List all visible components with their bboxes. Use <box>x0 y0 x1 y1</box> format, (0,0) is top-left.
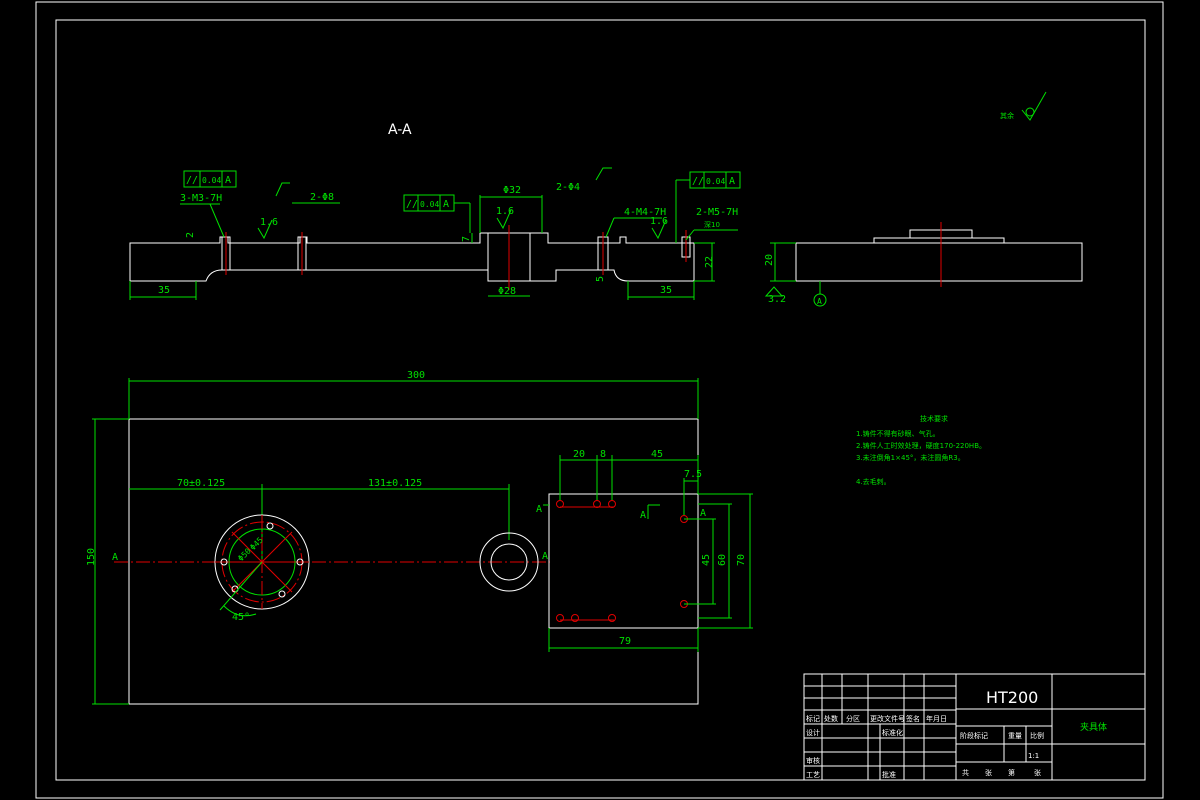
svg-text:张: 张 <box>985 768 992 777</box>
dim-60: 60 <box>717 554 728 566</box>
svg-text:0.04: 0.04 <box>202 176 221 185</box>
svg-text:批准: 批准 <box>882 770 896 779</box>
svg-text:A: A <box>700 508 706 519</box>
plan-view: 300 150 A A 70±0.125 131±0.125 Φ45 Φ50 <box>86 370 753 705</box>
svg-text:张: 张 <box>1034 768 1041 777</box>
inner-border <box>55 19 1146 781</box>
svg-text:1.6: 1.6 <box>496 206 514 217</box>
bolt-hole <box>266 522 274 530</box>
svg-text:比例: 比例 <box>1030 731 1044 740</box>
tolerance-frame-2: // 0.04 A <box>403 194 471 233</box>
bore-outer <box>479 532 539 592</box>
callout-m5: 2-M5-7H <box>696 207 738 218</box>
callout-m3: 3-M3-7H <box>180 193 222 204</box>
svg-text:A: A <box>225 175 231 186</box>
notes-heading: 技术要求 <box>920 414 948 423</box>
callout-m4: 4-M4-7H <box>624 207 666 218</box>
dim-7: 7 <box>461 236 472 242</box>
title-block: HT200 夹具体 1:1 标记 处数 分区 更改文件号 签名 年月日 设计 标… <box>803 673 1146 781</box>
note-1: 1.铸件不得有砂眼、气孔。 <box>856 429 940 438</box>
svg-text:工艺: 工艺 <box>806 771 820 779</box>
dim-2: 2 <box>185 232 196 238</box>
angle-45: 45° <box>232 612 250 623</box>
pocket-rect <box>548 493 699 629</box>
material: HT200 <box>986 688 1038 707</box>
callout-phi4: 2-Φ4 <box>556 182 580 193</box>
technical-notes: 技术要求 1.铸件不得有砂眼、气孔。 2.铸件人工时效处理，硬度170-220H… <box>856 414 986 486</box>
svg-text:1.6: 1.6 <box>650 216 668 227</box>
tolerance-frame-1: // 0.04 A <box>183 170 237 188</box>
bore-dia-label: Φ32 <box>503 185 521 196</box>
svg-text:A: A <box>542 551 548 562</box>
note-2: 2.铸件人工时效处理，硬度170-220HB。 <box>856 441 986 450</box>
svg-text:A: A <box>729 176 735 187</box>
scale: 1:1 <box>1028 752 1039 760</box>
outer-border <box>35 1 1164 799</box>
svg-text:处数: 处数 <box>824 714 838 723</box>
svg-text:A: A <box>443 199 449 210</box>
dim-150: 150 <box>86 548 97 566</box>
svg-text:A: A <box>640 510 646 521</box>
dim-45-top: 45 <box>651 449 663 460</box>
bore-inner <box>490 543 528 581</box>
dim-70: 70±0.125 <box>177 478 225 489</box>
svg-text:A: A <box>817 297 822 306</box>
svg-text://: // <box>692 176 704 187</box>
general-roughness-symbol: 其余 <box>1000 91 1047 121</box>
dim-45-right: 45 <box>701 554 712 566</box>
bolt-hole <box>296 558 304 566</box>
dim-22: 22 <box>704 256 715 268</box>
svg-text:1.6: 1.6 <box>260 217 278 228</box>
svg-text:标准化: 标准化 <box>882 728 903 737</box>
svg-text:3.2: 3.2 <box>768 294 786 305</box>
svg-text:A: A <box>536 504 542 515</box>
callout-phi8: 2-Φ8 <box>310 192 334 203</box>
svg-text:阶段标记: 阶段标记 <box>960 731 988 740</box>
section-title: A-A <box>388 122 412 138</box>
datum-a-symbol <box>813 293 827 307</box>
svg-text:更改文件号: 更改文件号 <box>870 714 905 723</box>
part-name: 夹具体 <box>1080 721 1107 733</box>
bolt-hole <box>278 590 286 598</box>
svg-text:审核: 审核 <box>806 756 820 765</box>
svg-text:重量: 重量 <box>1008 732 1022 740</box>
dim-5: 5 <box>595 276 606 282</box>
svg-text:第: 第 <box>1008 768 1015 777</box>
dim-35-right: 35 <box>660 285 672 296</box>
note-3: 3.未注倒角1×45°，未注圆角R3。 <box>856 453 965 462</box>
note-4: 4.去毛刺。 <box>856 477 891 486</box>
dim-131: 131±0.125 <box>368 478 422 489</box>
svg-text:0.04: 0.04 <box>420 200 439 209</box>
callout-m5-depth: 深10 <box>704 220 720 229</box>
dim-20-top: 20 <box>573 449 585 460</box>
dim-79: 79 <box>619 636 631 647</box>
svg-text:分区: 分区 <box>846 714 860 723</box>
dim-8-top: 8 <box>600 449 606 460</box>
svg-text:0.04: 0.04 <box>706 177 725 186</box>
dim-300: 300 <box>407 370 425 381</box>
svg-text:其余: 其余 <box>1000 111 1014 120</box>
svg-text:签名: 签名 <box>906 714 920 723</box>
side-view: 20 3.2 A <box>764 222 1083 307</box>
section-body <box>129 232 695 282</box>
tolerance-frame-3: // 0.04 A <box>675 171 741 243</box>
dim-70-right: 70 <box>736 554 747 566</box>
bolt-hole <box>220 558 228 566</box>
svg-text:共: 共 <box>962 768 969 777</box>
dim-20: 20 <box>764 254 775 266</box>
svg-text:标记: 标记 <box>806 714 820 723</box>
svg-text://: // <box>406 199 418 210</box>
bore-lower-label: Φ28 <box>498 286 516 297</box>
svg-text://: // <box>186 175 198 186</box>
section-view: 35 35 22 2 7 5 Φ32 Φ28 1.6 1.6 1.6 3-M3-… <box>129 167 741 300</box>
svg-text:A: A <box>112 552 118 563</box>
dim-7-5: 7.5 <box>684 469 702 480</box>
svg-text:设计: 设计 <box>806 728 820 737</box>
dim-35-left: 35 <box>158 285 170 296</box>
svg-text:年月日: 年月日 <box>926 714 947 723</box>
